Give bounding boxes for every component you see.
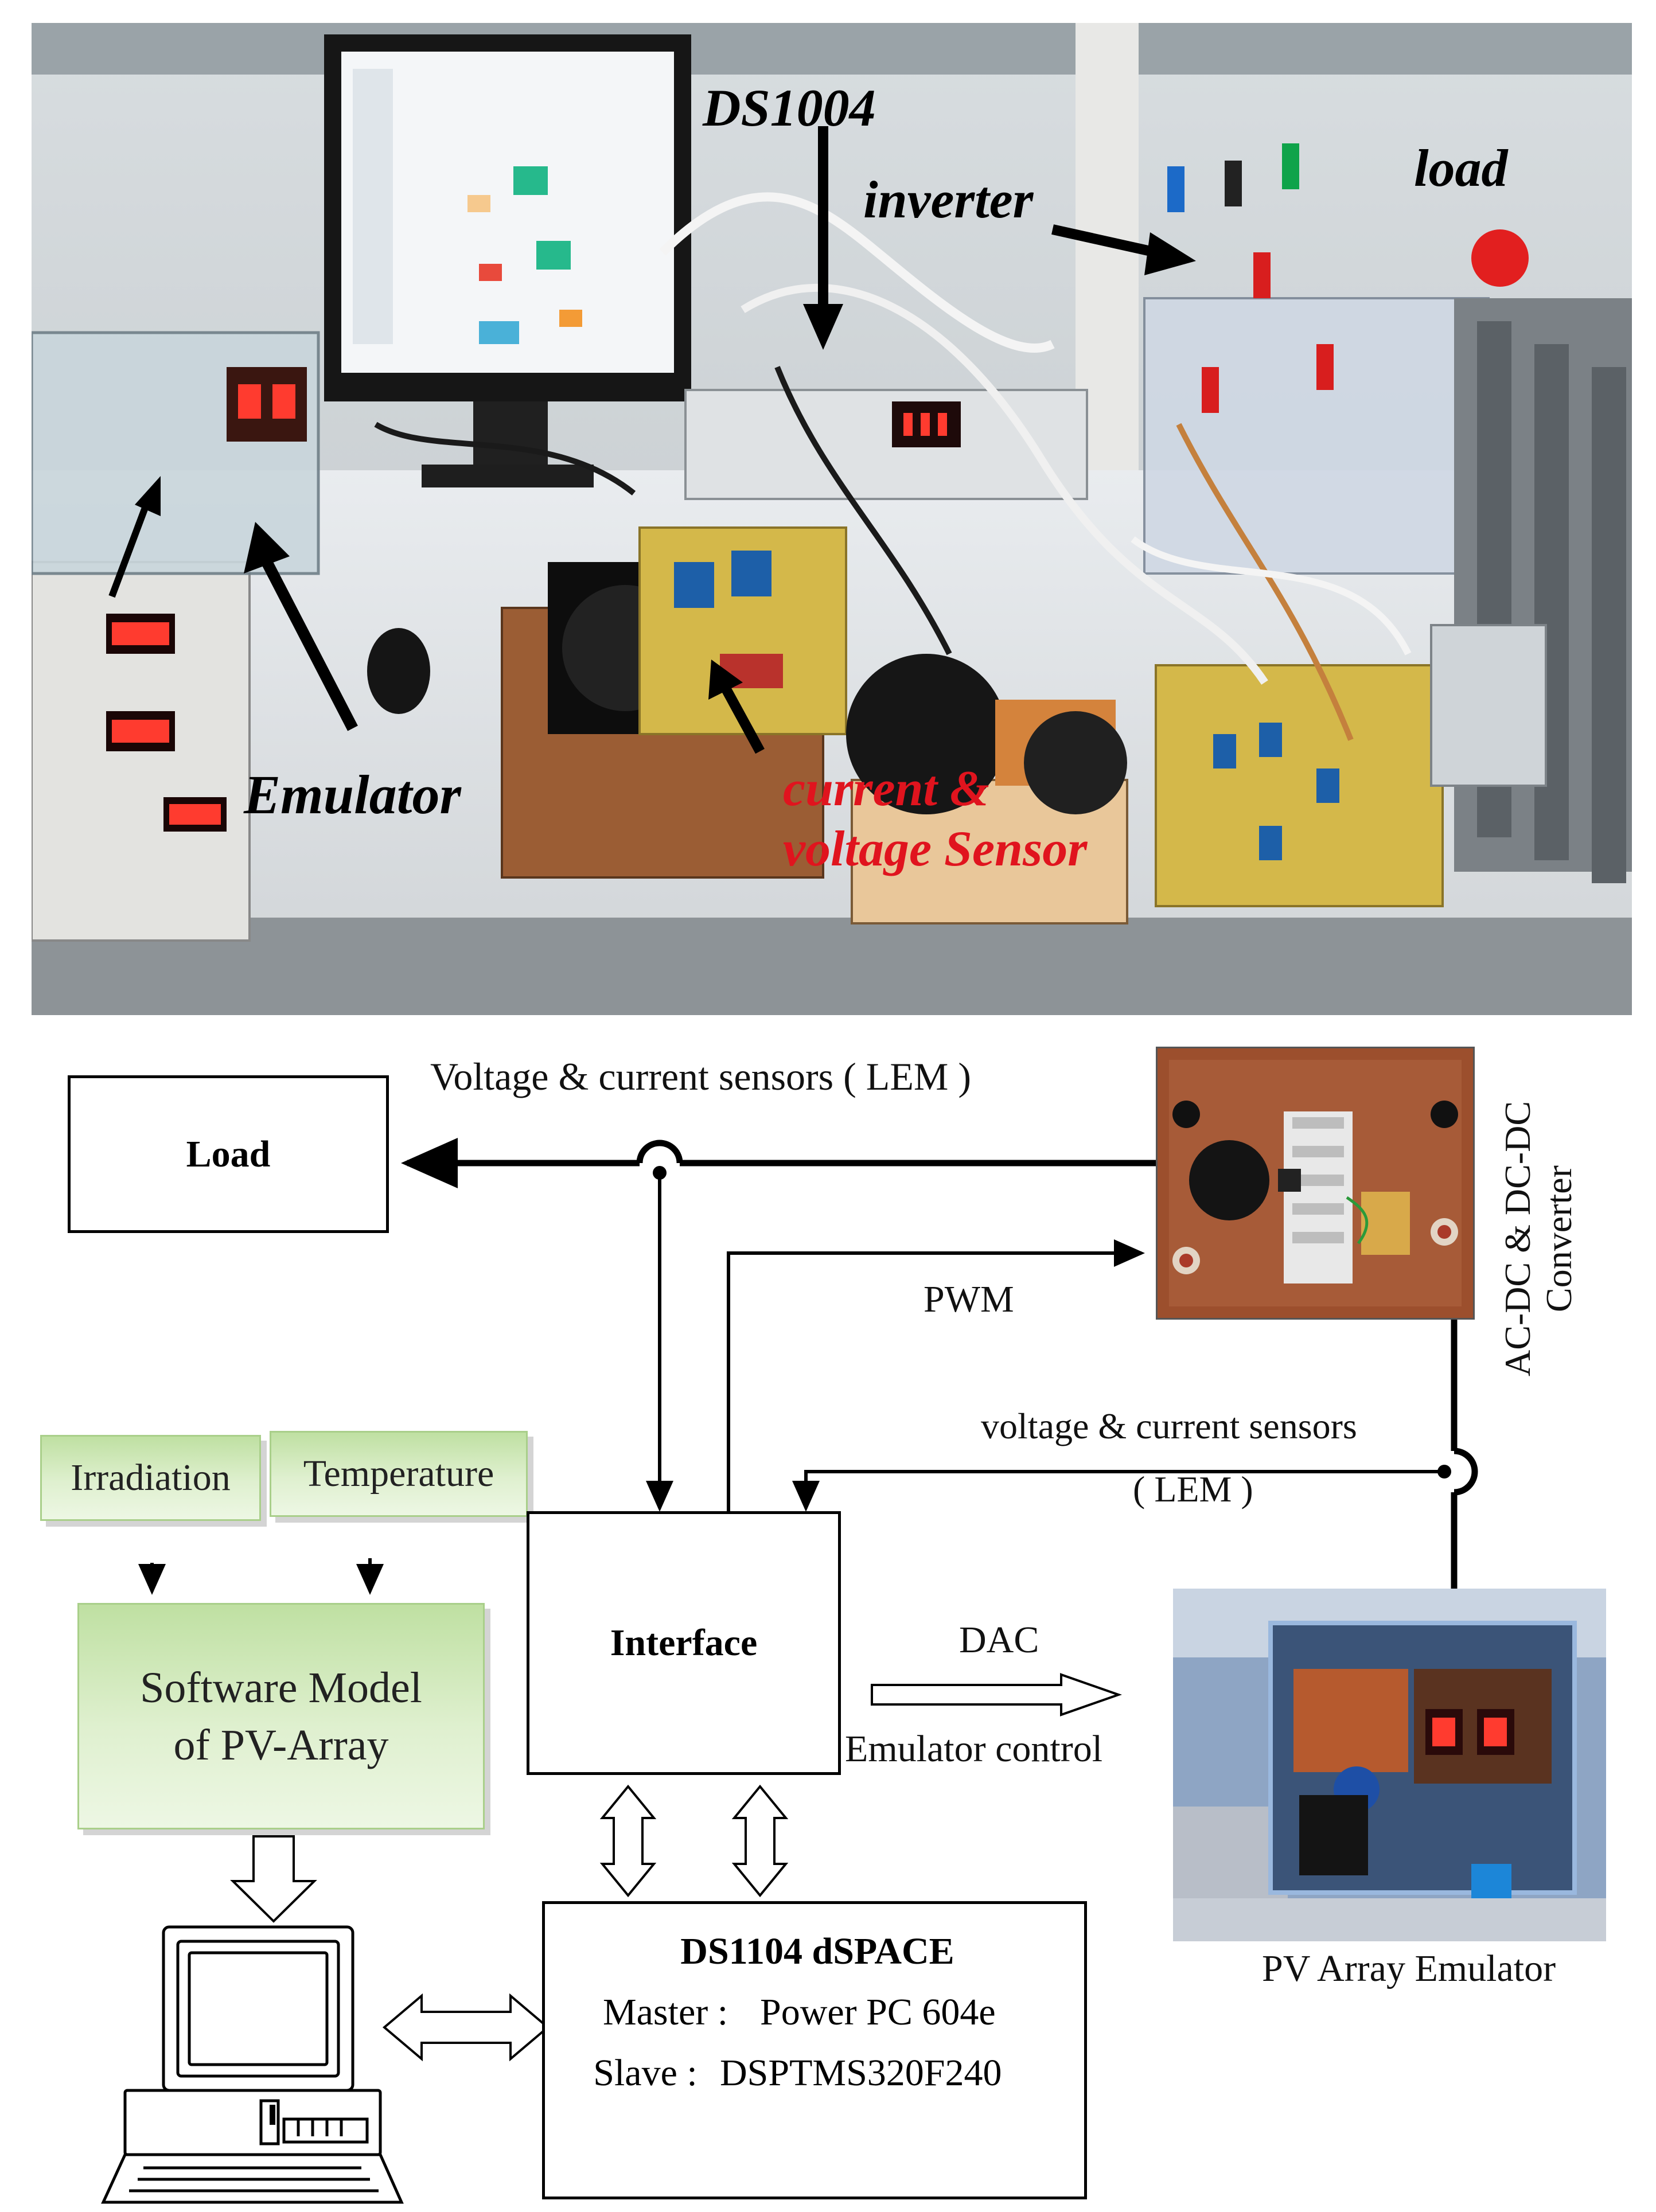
diagram-connectors [101, 1138, 1478, 2204]
master-row: Master : Power PC 604e [571, 1991, 996, 2034]
irradiation-block: Irradiation [40, 1435, 261, 1521]
block-diagram: Load Voltage & current sensors ( LEM ) [0, 1015, 1656, 2212]
pv-emulator-photo [1173, 1589, 1606, 1941]
master-value: Power PC 604e [760, 1991, 996, 2033]
pv-emulator-caption: PV Array Emulator [1262, 1948, 1556, 1989]
converter-label-line1: AC-DC & DC-DC [1497, 1101, 1538, 1376]
software-model-line1: Software Model [140, 1663, 422, 1712]
slave-value: DSPTMS320F240 [720, 2052, 1002, 2094]
computer-icon [101, 1925, 404, 2204]
ds1004-label: DS1004 [703, 79, 876, 137]
temperature-block: Temperature [270, 1431, 528, 1517]
dspace-title: DS1104 dSPACE [680, 1930, 954, 1972]
converter-label-line2: Converter [1538, 1165, 1579, 1312]
slave-row: Slave : DSPTMS320F240 [571, 2051, 1002, 2095]
pwm-label: PWM [924, 1278, 1014, 1320]
dac-label: DAC [959, 1619, 1039, 1661]
dspace-block: DS1104 dSPACE Master : Power PC 604e Sla… [542, 1901, 1087, 2199]
top-sensors-label: Voltage & current sensors ( LEM ) [430, 1055, 971, 1098]
lower-sensors-label-line1: voltage & current sensors [981, 1406, 1357, 1446]
converter-photo [1156, 1047, 1475, 1320]
load-block: Load [68, 1075, 389, 1233]
software-model-line2: of PV-Array [173, 1721, 389, 1769]
lower-sensors-label-line2: ( LEM ) [1133, 1469, 1253, 1509]
sensor-label-line1: current & [783, 761, 989, 817]
inverter-label: inverter [863, 170, 1034, 229]
sensor-label-line2: voltage Sensor [783, 821, 1088, 877]
photo-illustration [32, 23, 1632, 1015]
slave-label: Slave : [593, 2052, 698, 2094]
software-model-block: Software Model of PV-Array [77, 1603, 485, 1829]
lab-setup-photo: DS1004 inverter load Emulator current & … [32, 23, 1632, 1015]
emulator-control-label: Emulator control [845, 1728, 1103, 1770]
emulator-label: Emulator [244, 764, 461, 825]
converter-label: AC-DC & DC-DC Converter [1497, 1101, 1580, 1376]
load-label: load [1414, 139, 1508, 197]
master-label: Master : [602, 1991, 728, 2033]
interface-block: Interface [527, 1511, 841, 1775]
